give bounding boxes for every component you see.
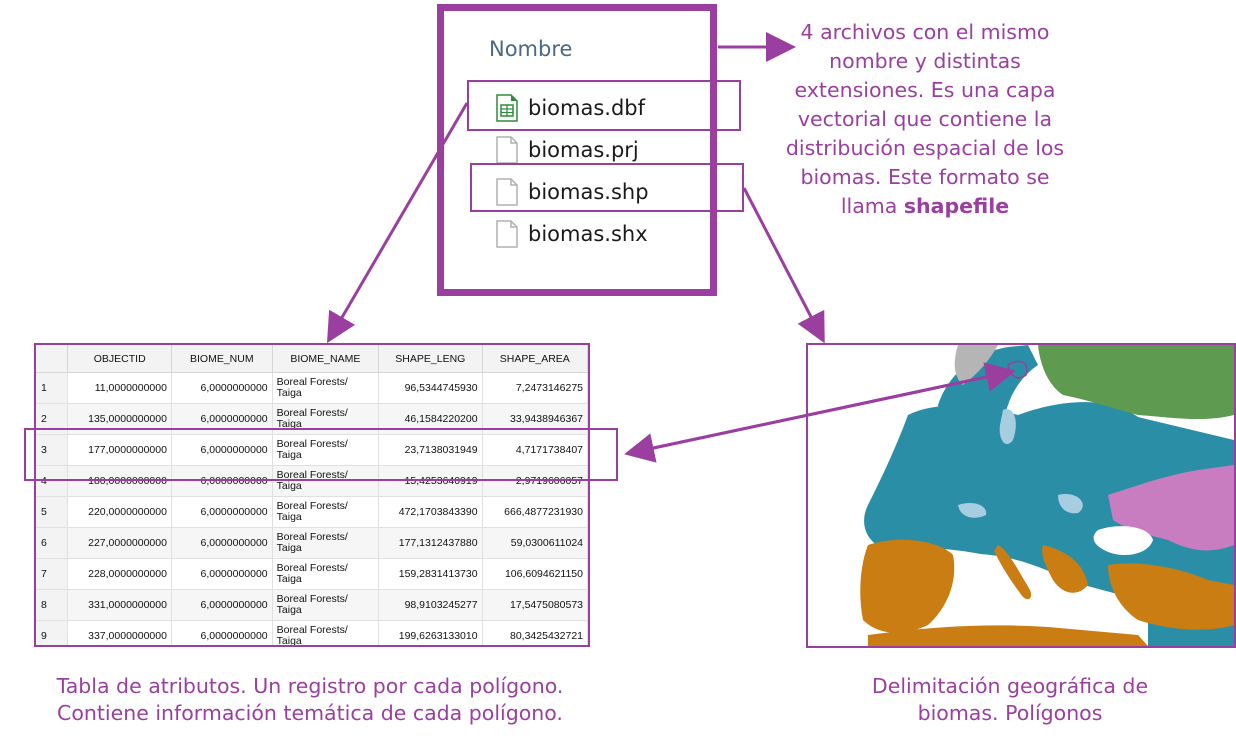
column-header[interactable]: SHAPE_LENG — [378, 345, 483, 373]
highlight-box-rows — [24, 428, 618, 481]
table-cell-number: 331,0000000000 — [67, 589, 172, 621]
file-row-dbf[interactable]: biomas.dbf — [496, 93, 645, 123]
table-cell-text: Boreal Forests/ Taiga — [272, 372, 380, 404]
table-cell-number: 6,0000000000 — [171, 372, 273, 404]
table-cell-number: 6,0000000000 — [171, 558, 273, 590]
table-cell-number: 220,0000000000 — [67, 496, 172, 528]
file-explorer-panel: Nombre biomas.dbf biomas.prj — [437, 4, 717, 296]
row-number: 5 — [36, 496, 69, 528]
table-cell-number: 6,0000000000 — [171, 620, 273, 645]
table-cell-number: 6,0000000000 — [171, 465, 273, 497]
table-cell-number: 6,0000000000 — [171, 527, 273, 559]
row-number: 7 — [36, 558, 69, 590]
column-header-name[interactable]: Nombre — [489, 37, 573, 61]
table-cell-number: 98,9103245277 — [378, 589, 483, 621]
table-cell-number: 666,4877231930 — [482, 496, 588, 528]
table-cell-number: 59,0300611024 — [482, 527, 588, 559]
table-cell-number: 6,0000000000 — [171, 434, 273, 466]
file-icon — [496, 178, 518, 206]
table-cell-number: 472,1703843390 — [378, 496, 483, 528]
table-cell-number: 80,3425432721 — [482, 620, 588, 645]
row-number: 1 — [36, 372, 69, 404]
table-cell-text: Boreal Forests/ Taiga — [272, 496, 380, 528]
table-cell-text: Boreal Forests/ Taiga — [272, 558, 380, 590]
column-header[interactable]: OBJECTID — [67, 345, 172, 373]
file-row-shp[interactable]: biomas.shp — [496, 177, 649, 207]
table-cell-number: 96,5344745930 — [378, 372, 483, 404]
highlight-box-dbf — [467, 80, 741, 131]
table-cell-text: Boreal Forests/ Taiga — [272, 589, 380, 621]
table-cell-number: 23,7138031949 — [378, 434, 483, 466]
table-cell-number: 180,0000000000 — [67, 465, 172, 497]
file-name: biomas.dbf — [528, 96, 646, 120]
table-cell-text: Boreal Forests/ Taiga — [272, 527, 380, 559]
file-row-prj[interactable]: biomas.prj — [496, 135, 639, 165]
caption-attribute-table: Tabla de atributos. Un registro por cada… — [56, 674, 564, 725]
description-bold: shapefile — [903, 194, 1010, 218]
table-cell-text: Boreal Forests/ Taiga — [272, 620, 380, 645]
column-header[interactable]: BIOME_NUM — [171, 345, 273, 373]
row-number: 4 — [36, 465, 69, 497]
column-header[interactable]: BIOME_NAME — [272, 345, 380, 373]
file-icon — [496, 136, 518, 164]
europe-biomes-map — [860, 345, 1234, 646]
file-row-shx[interactable]: biomas.shx — [496, 219, 648, 249]
column-header[interactable] — [36, 345, 69, 373]
table-cell-number: 11,0000000000 — [67, 372, 172, 404]
table-cell-number: 4,7171738407 — [482, 434, 588, 466]
table-cell-number: 2,9719606057 — [482, 465, 588, 497]
row-number: 9 — [36, 620, 69, 645]
table-cell-number: 227,0000000000 — [67, 527, 172, 559]
table-cell-number: 177,0000000000 — [67, 434, 172, 466]
table-cell-number: 228,0000000000 — [67, 558, 172, 590]
biome-map[interactable] — [806, 343, 1236, 648]
file-icon — [496, 220, 518, 248]
table-cell-number: 159,2831413730 — [378, 558, 483, 590]
table-cell-text: Boreal Forests/ Taiga — [272, 434, 380, 466]
table-cell-number: 6,0000000000 — [171, 589, 273, 621]
row-number: 6 — [36, 527, 69, 559]
caption-map: Delimitación geográfica de biomas. Políg… — [871, 674, 1149, 725]
highlight-box-shp — [470, 163, 744, 212]
description-text: 4 archivos con el mismo nombre y distint… — [770, 18, 1080, 221]
table-cell-text: Boreal Forests/ Taiga — [272, 465, 380, 497]
description-body: 4 archivos con el mismo nombre y distint… — [785, 20, 1065, 218]
table-cell-number: 337,0000000000 — [67, 620, 172, 645]
table-cell-number: 15,4253640919 — [378, 465, 483, 497]
column-header[interactable]: SHAPE_AREA — [482, 345, 588, 373]
attribute-table: OBJECTID BIOME_NUM BIOME_NAME SHAPE_LENG… — [34, 343, 590, 647]
table-cell-number: 199,6263133010 — [378, 620, 483, 645]
table-cell-number: 6,0000000000 — [171, 496, 273, 528]
table-cell-number: 17,5475080573 — [482, 589, 588, 621]
row-number: 3 — [36, 434, 69, 466]
attribute-grid: OBJECTID BIOME_NUM BIOME_NAME SHAPE_LENG… — [36, 345, 588, 645]
spreadsheet-icon — [496, 94, 518, 122]
table-cell-number: 7,2473146275 — [482, 372, 588, 404]
table-cell-number: 106,6094621150 — [482, 558, 588, 590]
row-number: 8 — [36, 589, 69, 621]
file-name: biomas.shx — [528, 222, 648, 246]
table-header-row: OBJECTID BIOME_NUM BIOME_NAME SHAPE_LENG… — [36, 345, 588, 373]
table-cell-number: 177,1312437880 — [378, 527, 483, 559]
file-name: biomas.prj — [528, 138, 639, 162]
file-name: biomas.shp — [528, 180, 649, 204]
